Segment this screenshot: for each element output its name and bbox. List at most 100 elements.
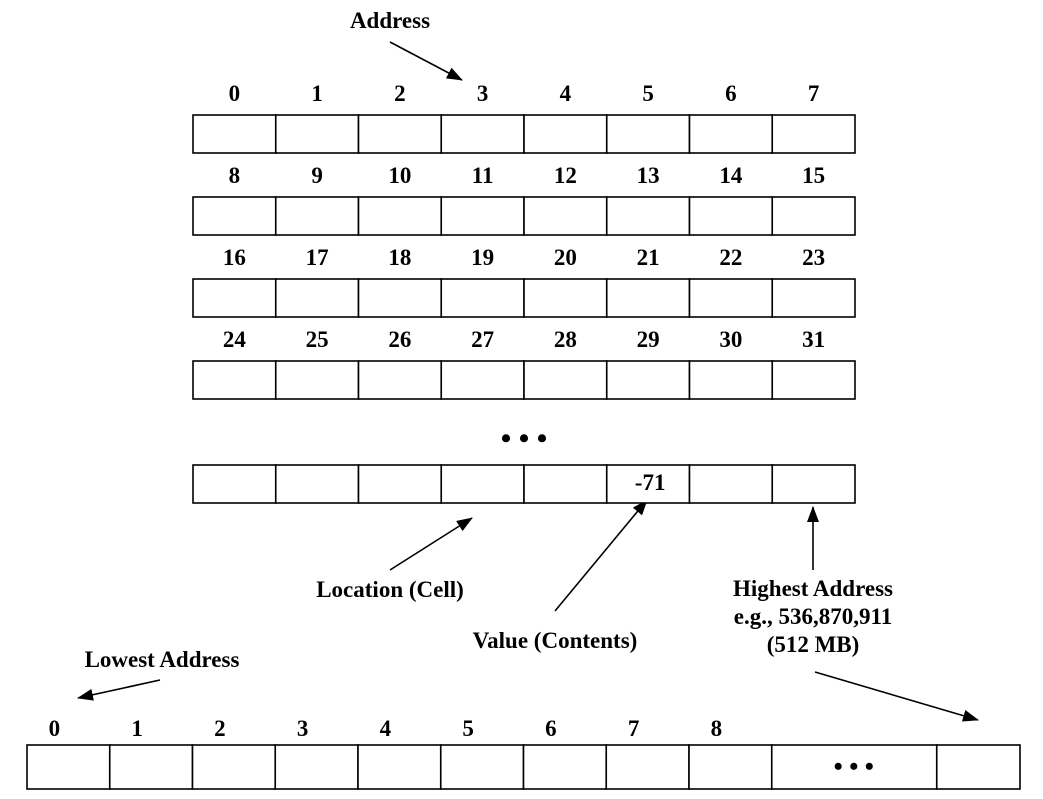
memory-cell <box>274 278 360 318</box>
memory-cell <box>440 196 525 236</box>
linear-cell <box>108 744 194 790</box>
memory-cell <box>357 278 443 318</box>
memory-cell <box>605 196 691 236</box>
address-number: 13 <box>637 163 660 188</box>
linear-address-number: 5 <box>462 716 474 741</box>
memory-cell <box>771 278 856 318</box>
linear-memory: 0 1 2 3 4 5 6 7 8 • • • <box>26 716 1021 790</box>
memory-cell <box>357 114 443 154</box>
linear-ellipsis-cell <box>770 744 938 790</box>
address-number: 14 <box>719 163 743 188</box>
memory-cell <box>605 278 691 318</box>
memory-cell <box>440 360 525 400</box>
linear-cell <box>191 744 277 790</box>
location-arrow <box>389 517 473 571</box>
memory-cell <box>771 464 856 504</box>
address-number: 3 <box>477 81 489 106</box>
address-number: 28 <box>554 327 577 352</box>
address-number: 16 <box>223 245 246 270</box>
linear-cell <box>439 744 525 790</box>
address-number: 10 <box>388 163 411 188</box>
lowest-address-arrow <box>77 679 161 701</box>
address-number: 22 <box>719 245 742 270</box>
address-number: 26 <box>388 327 411 352</box>
address-number: 19 <box>471 245 494 270</box>
address-number: 24 <box>223 327 247 352</box>
memory-cell <box>357 196 443 236</box>
memory-cell <box>192 278 277 318</box>
address-number: 18 <box>388 245 411 270</box>
memory-cell <box>357 464 443 504</box>
memory-cell <box>688 278 774 318</box>
address-number: 17 <box>306 245 329 270</box>
address-number: 12 <box>554 163 577 188</box>
memory-cell <box>440 464 525 504</box>
lowest-address-label: Lowest Address <box>85 647 240 672</box>
address-number: 21 <box>637 245 660 270</box>
memory-cell <box>192 114 277 154</box>
memory-cell <box>274 464 360 504</box>
memory-cell <box>771 196 856 236</box>
memory-cell <box>357 360 443 400</box>
address-number: 25 <box>306 327 329 352</box>
address-number: 2 <box>394 81 406 106</box>
value-arrow <box>554 499 648 612</box>
memory-cell <box>440 114 525 154</box>
linear-address-number: 6 <box>545 716 557 741</box>
address-number: 23 <box>802 245 825 270</box>
address-number: 5 <box>642 81 654 106</box>
address-number: 11 <box>472 163 494 188</box>
linear-ellipsis: • • • <box>834 752 874 781</box>
memory-cell <box>605 114 691 154</box>
linear-address-number: 4 <box>380 716 392 741</box>
memory-cell <box>192 196 277 236</box>
memory-cell <box>523 114 608 154</box>
linear-cell <box>688 744 773 790</box>
address-number: 15 <box>802 163 825 188</box>
memory-cell <box>440 278 525 318</box>
address-number: 7 <box>808 81 820 106</box>
value-label: Value (Contents) <box>473 628 638 653</box>
memory-cell <box>523 464 608 504</box>
highest-address-example: e.g., 536,870,911 <box>734 604 892 629</box>
memory-cell <box>523 278 608 318</box>
memory-cell <box>688 464 774 504</box>
memory-cell <box>523 196 608 236</box>
linear-cell <box>26 744 111 790</box>
linear-address-number: 0 <box>49 716 61 741</box>
memory-cell <box>688 360 774 400</box>
address-number: 29 <box>637 327 660 352</box>
linear-address-number: 8 <box>711 716 723 741</box>
address-number: 0 <box>229 81 241 106</box>
address-number: 6 <box>725 81 737 106</box>
memory-cell <box>771 360 856 400</box>
linear-address-number: 2 <box>214 716 226 741</box>
memory-cell <box>274 196 360 236</box>
linear-address-number: 1 <box>131 716 143 741</box>
memory-cell <box>523 360 608 400</box>
grid-ellipsis: • • • <box>501 422 548 455</box>
address-number: 31 <box>802 327 825 352</box>
linear-address-number: 3 <box>297 716 309 741</box>
memory-cell <box>274 360 360 400</box>
address-number: 9 <box>311 163 323 188</box>
linear-end-arrow <box>814 671 979 722</box>
address-number: 1 <box>311 81 323 106</box>
linear-address-number: 7 <box>628 716 640 741</box>
location-label: Location (Cell) <box>316 577 464 602</box>
memory-cell <box>274 114 360 154</box>
linear-cell <box>605 744 690 790</box>
linear-cell <box>522 744 608 790</box>
address-label: Address <box>350 8 430 33</box>
address-arrow <box>389 41 463 81</box>
address-number: 8 <box>229 163 241 188</box>
memory-cell <box>192 360 277 400</box>
highest-address-label: Highest Address <box>733 576 893 601</box>
linear-last-cell <box>935 744 1021 790</box>
highest-address-size: (512 MB) <box>767 632 860 657</box>
memory-cell <box>605 360 691 400</box>
address-number: 4 <box>560 81 572 106</box>
linear-cell <box>274 744 359 790</box>
